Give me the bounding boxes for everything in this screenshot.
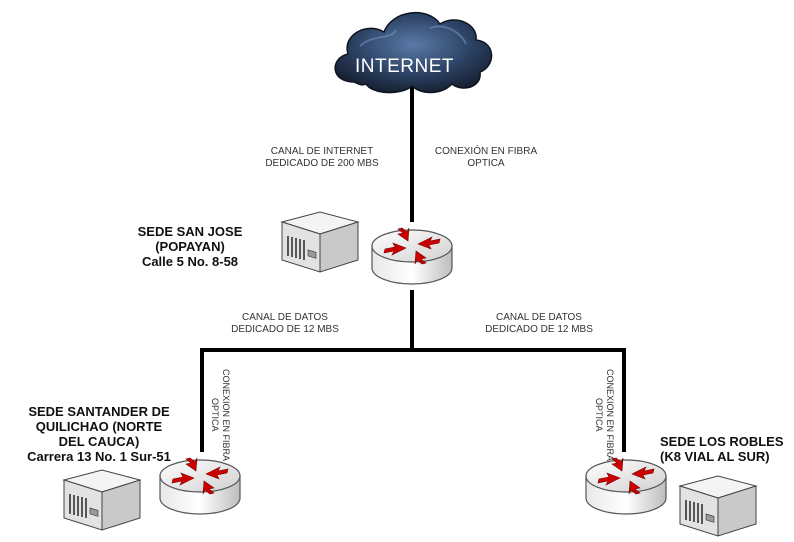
server-los-robles xyxy=(679,475,757,537)
router-san-jose xyxy=(371,227,453,285)
fiber-right-line1: CONEXION EN FIBRA xyxy=(605,368,615,461)
site-los-robles-location: (K8 VIAL AL SUR) xyxy=(660,449,770,464)
right-link-line xyxy=(412,348,626,452)
data-channel-right-label: CANAL DE DATOS DEDICADO DE 12 MBS xyxy=(472,312,606,336)
site-san-jose-label: SEDE SAN JOSE (POPAYAN) Calle 5 No. 8-58 xyxy=(120,224,260,269)
data-channel-left-line2: DEDICADO DE 12 MBS xyxy=(231,324,339,335)
site-los-robles-name: SEDE LOS ROBLES xyxy=(660,434,784,449)
site-san-jose-name: SEDE SAN JOSE xyxy=(137,224,243,239)
internet-channel-line2: DEDICADO DE 200 MBS xyxy=(265,158,379,169)
router-los-robles xyxy=(585,457,667,515)
fiber-left-line1: CONEXION EN FIBRA xyxy=(221,368,231,461)
left-link-line xyxy=(200,348,412,452)
site-santander-label: SEDE SANTANDER DE QUILICHAO (NORTE DEL C… xyxy=(6,404,192,464)
site-santander-address: Carrera 13 No. 1 Sur-51 xyxy=(27,449,171,464)
fiber-right-label: CONEXION EN FIBRA OPTICA xyxy=(593,366,615,464)
site-san-jose-address: Calle 5 No. 8-58 xyxy=(141,254,239,269)
site-santander-line1: SEDE SANTANDER DE xyxy=(28,404,170,419)
internet-fiber-line1: CONEXIÓN EN FIBRA xyxy=(434,146,538,157)
site-santander-line2: QUILICHAO (NORTE xyxy=(35,419,163,434)
router-santander xyxy=(159,457,241,515)
internet-channel-line1: CANAL DE INTERNET xyxy=(270,146,374,157)
connection-lines xyxy=(200,78,626,452)
fiber-left-label: CONEXION EN FIBRA OPTICA xyxy=(209,366,231,464)
internet-cloud-label: INTERNET xyxy=(355,56,454,77)
fiber-left-line2: OPTICA xyxy=(210,398,220,432)
site-los-robles-label: SEDE LOS ROBLES (K8 VIAL AL SUR) xyxy=(660,434,794,464)
data-channel-left-line1: CANAL DE DATOS xyxy=(242,312,328,323)
internet-cloud xyxy=(334,11,493,94)
internet-channel-label: CANAL DE INTERNET DEDICADO DE 200 MBS xyxy=(252,146,392,170)
site-santander-line3: DEL CAUCA) xyxy=(58,434,140,449)
internet-fiber-label: CONEXIÓN EN FIBRA OPTICA xyxy=(426,146,546,170)
data-channel-right-line1: CANAL DE DATOS xyxy=(496,312,582,323)
fiber-right-line2: OPTICA xyxy=(594,398,604,432)
data-channel-left-label: CANAL DE DATOS DEDICADO DE 12 MBS xyxy=(218,312,352,336)
internet-fiber-line2: OPTICA xyxy=(467,158,505,169)
data-channel-right-line2: DEDICADO DE 12 MBS xyxy=(485,324,593,335)
server-santander xyxy=(63,469,141,531)
site-san-jose-city: (POPAYAN) xyxy=(155,239,225,254)
server-san-jose xyxy=(281,211,359,273)
